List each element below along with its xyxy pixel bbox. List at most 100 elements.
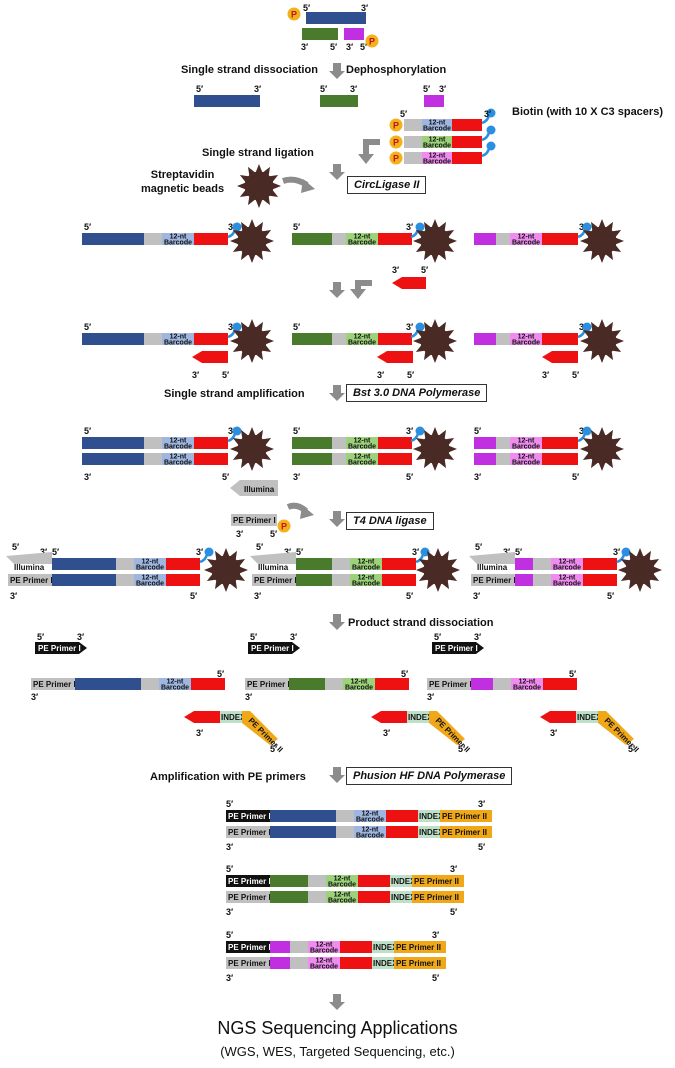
adapter-red (452, 136, 482, 148)
label: 3′ (484, 109, 491, 119)
adapter-red (542, 233, 578, 245)
phosphate-label: P (393, 138, 399, 148)
label: 5′ (196, 84, 203, 94)
phosphate-icon (277, 519, 291, 533)
barcode-label: 12-nt (142, 575, 159, 582)
barcode-segment (422, 119, 452, 131)
bent-arrow-icon (355, 280, 372, 291)
label: 5′ (360, 42, 367, 52)
enzyme-phusion: Phusion HF DNA Polymerase (346, 767, 513, 785)
label: 3′ (31, 692, 38, 702)
step-single-strand-amplification: Single strand amplification (164, 388, 305, 400)
adapter-red (378, 453, 412, 465)
barcode-segment (134, 574, 166, 586)
label: 5′ (407, 370, 414, 380)
pe-primer-1-adapter (471, 574, 515, 586)
barcode-label: 12-nt (559, 559, 576, 566)
pe-primer-1-label: PE Primer I (10, 576, 53, 585)
streptavidin-bead-core (244, 171, 274, 201)
label: 5′ (296, 547, 303, 557)
pe-primer-1-oligo (248, 642, 300, 654)
adapter-gray (332, 558, 350, 570)
adapter-gray (496, 437, 510, 449)
label: 3′ (254, 84, 261, 94)
streptavidin-bead-core (423, 555, 453, 585)
phosphate-label: P (393, 121, 399, 131)
pe-primer-2-segment (394, 941, 446, 953)
pe-primer-1-label: PE Primer I (228, 828, 271, 837)
insert (471, 678, 493, 690)
biotin-icon (232, 222, 242, 232)
barcode-segment (354, 810, 386, 822)
label: 5′ (84, 426, 91, 436)
pe-primer-1-segment (226, 891, 270, 903)
barcode-label: Barcode (356, 817, 384, 824)
adapter-red (542, 453, 578, 465)
barcode-label: Barcode (328, 882, 356, 889)
barcode-label: Barcode (423, 143, 451, 150)
label: 5′ (226, 930, 233, 940)
barcode-segment (350, 558, 382, 570)
pe-primer-1-adapter (31, 678, 75, 690)
label: 3′ (473, 591, 480, 601)
label: 3′ (84, 472, 91, 482)
insert-magenta (474, 233, 496, 245)
pe-primer-2-label: PE Primer II (396, 959, 441, 968)
label: 3′ (293, 472, 300, 482)
barcode-label: Barcode (348, 340, 376, 347)
label: 5′ (434, 632, 441, 642)
label: 5′ (458, 744, 465, 754)
adapter-gray (332, 333, 346, 345)
label: 5′ (303, 3, 310, 13)
insert (270, 957, 290, 969)
adapter-gray (404, 119, 422, 131)
adapter-red (194, 333, 228, 345)
barcode-segment (326, 891, 358, 903)
barcode-label: 12-nt (354, 334, 371, 341)
pe-primer-1-oligo (35, 642, 87, 654)
pe-primer-1-label: PE Primer I (435, 644, 478, 653)
adapter-red (194, 233, 228, 245)
barcode-label: 12-nt (167, 679, 184, 686)
pe-primer-1-label: PE Primer I (228, 959, 271, 968)
label: 5′ (572, 472, 579, 482)
adapter-red (382, 574, 416, 586)
insert (296, 558, 332, 570)
insert (270, 810, 336, 822)
barcode-label: Barcode (136, 565, 164, 572)
index-label: INDEX (419, 828, 444, 837)
label: 5′ (330, 42, 337, 52)
index-label: INDEX (577, 713, 602, 722)
pe-primer-2-label: PE Primer II (442, 812, 487, 821)
illumina-label: Illumina (477, 563, 508, 572)
pe-primer-2-segment (412, 875, 464, 887)
label: 3′ (412, 547, 419, 557)
adapter-gray (290, 957, 308, 969)
down-arrow-stem (333, 282, 341, 290)
barcode-segment (422, 136, 452, 148)
label: 3′ (245, 692, 252, 702)
label: 3′ (432, 930, 439, 940)
label: 5′ (401, 669, 408, 679)
label: 3′ (478, 799, 485, 809)
label: 5′ (270, 744, 277, 754)
barcode-label: 12-nt (316, 958, 333, 965)
label: 5′ (432, 973, 439, 983)
barcode-label: 12-nt (518, 334, 535, 341)
adapter-gray (533, 558, 551, 570)
pe-primer-1-label: PE Primer I (228, 812, 271, 821)
adapter-gray (533, 574, 551, 586)
adapter-gray (116, 558, 134, 570)
pe-primer-1-label: PE Primer I (247, 680, 290, 689)
barcode-label: Barcode (352, 565, 380, 572)
phosphate-icon (389, 135, 403, 149)
pe-primer-1-label: PE Primer I (33, 680, 76, 689)
adapter-red (542, 437, 578, 449)
label: 3′ (350, 84, 357, 94)
streptavidin-bead-core (211, 555, 241, 585)
red-primer-arrow (392, 277, 426, 289)
label: 3′ (226, 973, 233, 983)
label: 3′ (228, 426, 235, 436)
pe-primer-2-segment (440, 826, 492, 838)
